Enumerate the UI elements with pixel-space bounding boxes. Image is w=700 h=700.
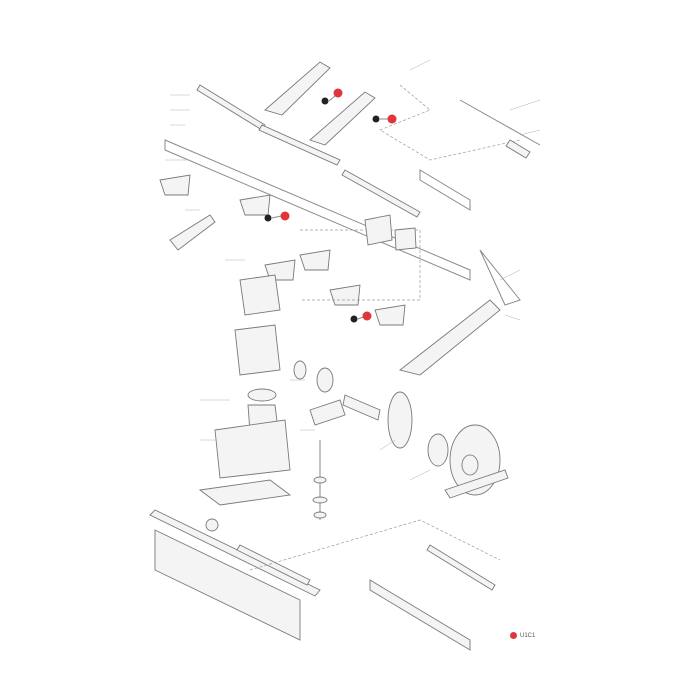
link-arm-right	[459, 99, 541, 146]
cutter-bar-top	[196, 84, 421, 218]
highlight-markers	[264, 88, 397, 323]
guard-fingers-top	[264, 61, 376, 146]
leader-lines	[165, 59, 541, 481]
highlight-legend-icon	[510, 632, 517, 639]
highlight-marker	[333, 88, 343, 98]
gearbox-assembly	[198, 274, 292, 532]
knife-sections-bottom	[149, 509, 496, 651]
highlight-marker	[362, 311, 372, 321]
diagram-code: U1C1	[510, 632, 535, 639]
highlight-marker	[280, 211, 290, 221]
footer-code: U1C1	[520, 632, 536, 639]
guard-set-left	[159, 174, 406, 326]
drive-belt-arm	[398, 299, 501, 376]
shaft-parts	[293, 360, 381, 520]
highlight-marker	[387, 114, 397, 124]
